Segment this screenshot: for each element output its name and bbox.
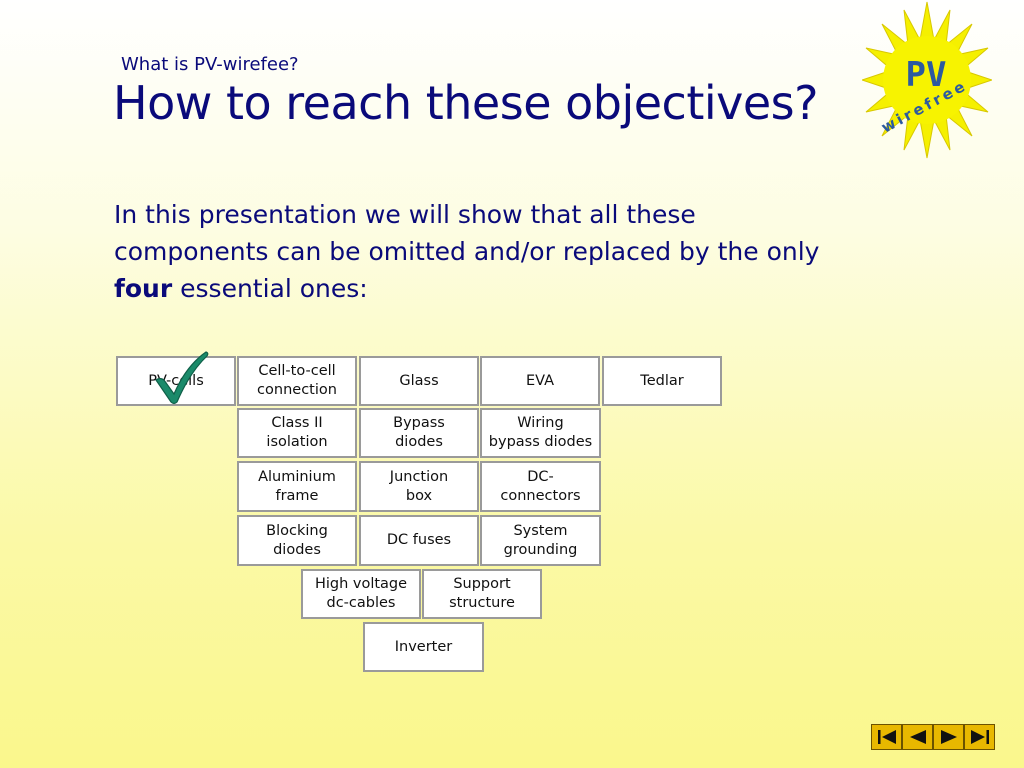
pv-wirefree-logo: PV wirefree [862, 1, 992, 159]
component-high-voltage-dc-cables: High voltage dc-cables [301, 569, 421, 619]
component-dc-connectors: DC- connectors [480, 461, 601, 512]
last-slide-button[interactable] [964, 724, 995, 750]
slide-body-text: In this presentation we will show that a… [114, 196, 914, 307]
previous-slide-icon [909, 730, 926, 744]
component-glass: Glass [359, 356, 479, 406]
slide-title: How to reach these objectives? [113, 76, 819, 130]
logo-pv-text: PV [906, 55, 947, 95]
slide-subtitle: What is PV-wirefee? [121, 54, 299, 75]
next-slide-button[interactable] [933, 724, 964, 750]
component-cell-to-cell-connection: Cell-to-cell connection [237, 356, 357, 406]
first-slide-button[interactable] [871, 724, 902, 750]
body-line-3: essential ones: [172, 274, 368, 303]
component-system-grounding: System grounding [480, 515, 601, 566]
sun-disc-icon [883, 36, 971, 124]
component-tedlar: Tedlar [602, 356, 722, 406]
component-bypass-diodes: Bypass diodes [359, 408, 479, 458]
next-slide-icon [940, 730, 957, 744]
component-junction-box: Junction box [359, 461, 479, 512]
slide-navigation [871, 724, 995, 750]
previous-slide-button[interactable] [902, 724, 933, 750]
last-slide-icon [970, 730, 989, 744]
component-eva: EVA [480, 356, 600, 406]
component-blocking-diodes: Blocking diodes [237, 515, 357, 566]
checkmark-icon [155, 351, 209, 405]
first-slide-icon [877, 730, 896, 744]
body-line-1: In this presentation we will show that a… [114, 200, 696, 229]
component-class-ii-isolation: Class II isolation [237, 408, 357, 458]
component-support-structure: Support structure [422, 569, 542, 619]
component-inverter: Inverter [363, 622, 484, 672]
body-line-2: components can be omitted and/or replace… [114, 237, 820, 266]
body-bold-word: four [114, 274, 173, 303]
component-dc-fuses: DC fuses [359, 515, 479, 566]
component-aluminium-frame: Aluminium frame [237, 461, 357, 512]
component-wiring-bypass-diodes: Wiring bypass diodes [480, 408, 601, 458]
